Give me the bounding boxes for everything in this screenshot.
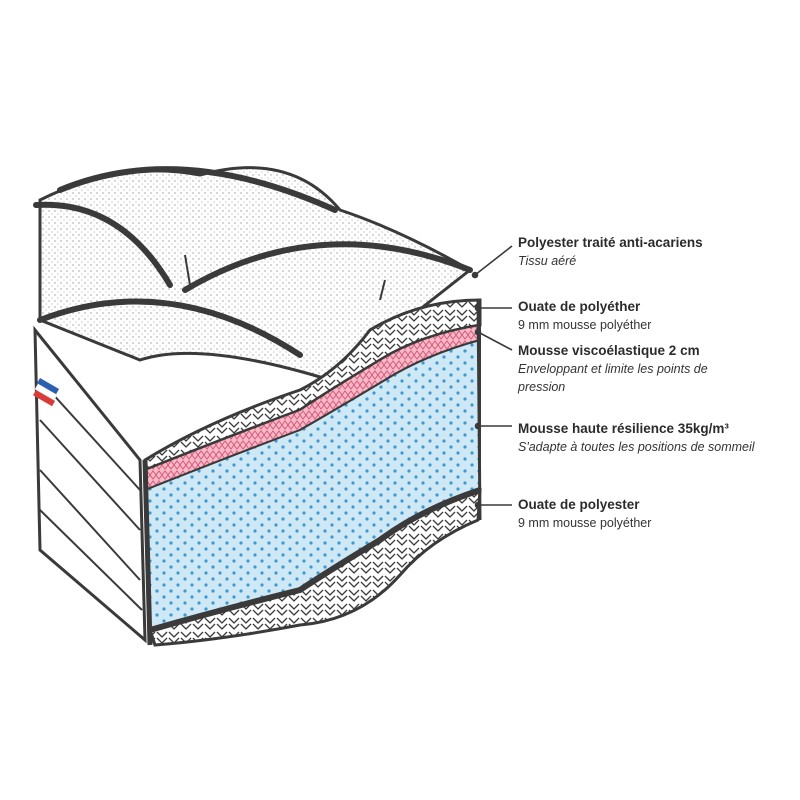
label-hr-foam: Mousse haute résilience 35kg/m³ S'adapte… (518, 420, 758, 456)
label-subtitle: Enveloppant et limite les points de pres… (518, 362, 708, 394)
label-subtitle: Tissu aéré (518, 254, 577, 268)
label-polyester: Polyester traité anti-acariens Tissu aér… (518, 234, 703, 270)
label-title: Ouate de polyéther (518, 299, 641, 314)
label-title: Mousse haute résilience 35kg/m³ (518, 421, 729, 436)
label-visco: Mousse viscoélastique 2 cm Enveloppant e… (518, 342, 758, 396)
label-title: Polyester traité anti-acariens (518, 235, 703, 250)
french-flag-icon (32, 378, 60, 407)
label-ouate-polyester: Ouate de polyester 9 mm mousse polyéther (518, 496, 651, 532)
label-ouate-polyether: Ouate de polyéther 9 mm mousse polyéther (518, 298, 651, 334)
label-subtitle: 9 mm mousse polyéther (518, 318, 652, 332)
label-title: Mousse viscoélastique 2 cm (518, 343, 700, 358)
leader-lines (471, 245, 513, 509)
label-title: Ouate de polyester (518, 497, 640, 512)
label-subtitle: 9 mm mousse polyéther (518, 516, 652, 530)
label-subtitle: S'adapte à toutes les positions de somme… (518, 440, 755, 454)
mattress-top-cover (33, 166, 473, 382)
mattress-side-panel (32, 325, 147, 644)
mattress-cross-section (142, 298, 482, 647)
